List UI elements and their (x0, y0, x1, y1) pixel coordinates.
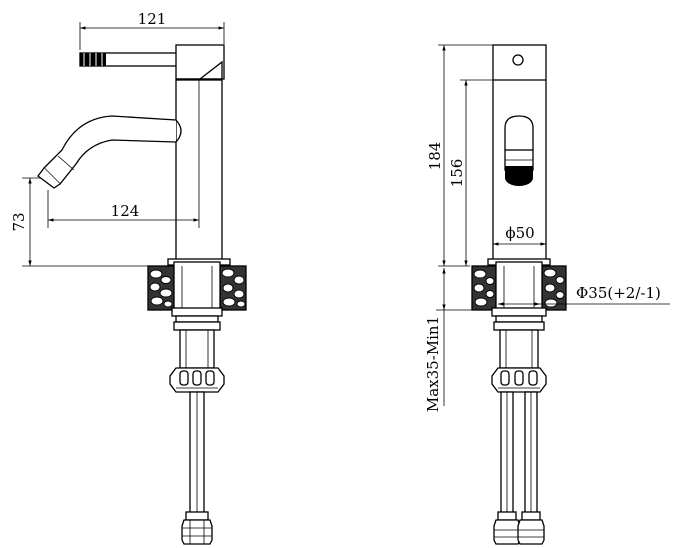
dimension-156: 156 (448, 79, 493, 266)
dimension-184: 184 (426, 44, 493, 267)
label-156: 156 (448, 159, 466, 188)
front-view: 184 156 ϕ50 (424, 44, 670, 545)
dimension-121: 121 (79, 10, 225, 50)
label-121: 121 (138, 10, 167, 28)
handle-cap (175, 44, 225, 80)
label-phi50: ϕ50 (505, 224, 534, 242)
fixing-nut-front (491, 367, 547, 393)
side-view: 121 124 73 (10, 10, 247, 545)
indicator-hole (512, 54, 524, 66)
spout-front (504, 115, 534, 186)
shank-front (491, 261, 547, 369)
label-phi35: Φ35(+2/-1) (576, 284, 661, 302)
label-124: 124 (111, 202, 140, 220)
dimension-124: 124 (47, 80, 200, 228)
label-73: 73 (10, 212, 28, 231)
dimension-phi35: Φ35(+2/-1) (498, 284, 670, 306)
shank-side (171, 261, 223, 369)
deck-section-side (147, 265, 247, 311)
label-max35-min1: Max35-Min1 (424, 316, 442, 412)
dimension-max35-min1: Max35-Min1 (424, 268, 472, 412)
fixing-nut-side (169, 367, 225, 393)
dimension-73: 73 (10, 177, 160, 267)
label-184: 184 (426, 142, 444, 171)
supply-hose-side (181, 391, 213, 545)
handle-lever (79, 52, 179, 67)
dimension-phi50: ϕ50 (493, 224, 546, 246)
supply-hoses-front (493, 391, 545, 545)
spout-side (37, 115, 182, 189)
deck-section-front (471, 265, 567, 311)
